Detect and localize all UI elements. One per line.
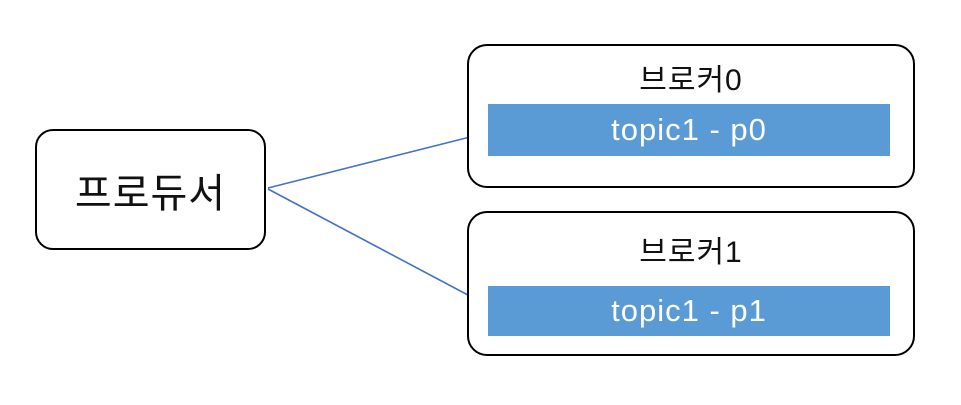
producer-node: 프로듀서 [35, 129, 266, 250]
broker0-node: 브로커0 topic1 - p0 [467, 44, 915, 188]
broker1-node: 브로커1 topic1 - p1 [467, 211, 915, 356]
broker1-title: 브로커1 [639, 236, 743, 269]
arrow-producer-to-broker0 [267, 131, 484, 189]
broker1-partition-bar: topic1 - p1 [488, 286, 890, 336]
broker0-title: 브로커0 [639, 64, 743, 97]
producer-label: 프로듀서 [74, 171, 227, 216]
broker0-partition-bar: topic1 - p0 [488, 104, 890, 156]
arrow-producer-to-broker1 [267, 188, 485, 304]
